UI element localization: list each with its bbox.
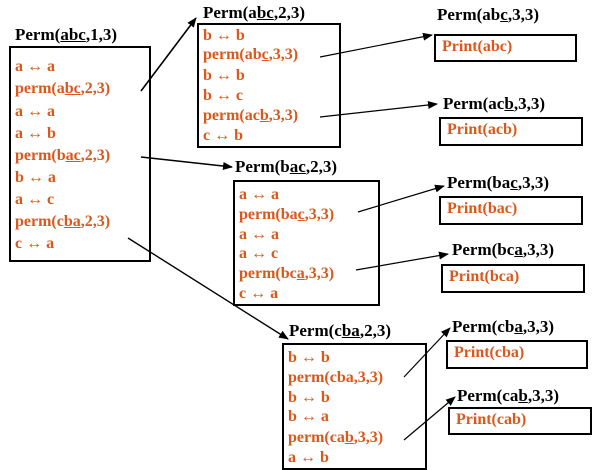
abc2-line-5: perm(acb,3,3) [203, 107, 299, 124]
leaf-bac-box: Print(bac) [439, 196, 583, 225]
arrow-abc2-to-leaf-acb [319, 101, 438, 118]
leaf-abc-box: Print(abc) [434, 34, 577, 62]
cba2-line-1: b ↔ b [288, 349, 330, 366]
abc2-line-4: b ↔ c [203, 87, 243, 104]
root-box: a ↔ a perm(abc,2,3) a ↔ a a ↔ b perm(bac… [9, 46, 151, 262]
abc2-line-2: perm(abc,3,3) [203, 46, 299, 63]
bac2-line-1: a ↔ a [239, 186, 279, 203]
print-bac: Print(bac) [447, 200, 518, 217]
arrow-root-to-cba2 [127, 237, 289, 340]
leaf-acb-title: Perm(acb,3,3) [443, 94, 545, 113]
abc2-line-6: c ↔ b [203, 127, 243, 144]
arrow-abc2-to-leaf-abc [319, 32, 433, 58]
arrow-bac2-to-leaf-bac [357, 184, 445, 213]
leaf-bca-box: Print(bca) [441, 264, 585, 293]
arrow-cba2-to-leaf-cba [403, 327, 451, 378]
leaf-cba-title: Perm(cba,3,3) [452, 317, 554, 336]
bac2-title: Perm(bac,2,3) [235, 157, 337, 176]
cba2-line-5: perm(cab,3,3) [288, 429, 384, 446]
print-bca: Print(bca) [449, 268, 520, 285]
print-acb: Print(acb) [447, 121, 518, 138]
leaf-bac-title: Perm(bac,3,3) [447, 173, 549, 192]
arrow-root-to-bac2 [140, 156, 233, 170]
root-line-4: a ↔ b [15, 125, 56, 142]
print-abc: Print(abc) [442, 38, 513, 55]
root-line-3: a ↔ a [15, 103, 55, 120]
root-line-7: a ↔ c [15, 191, 55, 208]
leaf-bca-title: Perm(bca,3,3) [452, 240, 554, 259]
bac2-line-4: a ↔ c [239, 245, 279, 262]
root-title: Perm(abc,1,3) [15, 25, 117, 44]
root-line-8: perm(cba,2,3) [15, 213, 111, 230]
bac2-line-2: perm(bac,3,3) [239, 206, 335, 223]
root-line-2: perm(abc,2,3) [15, 80, 111, 97]
bac2-line-6: c ↔ a [239, 285, 279, 302]
root-line-1: a ↔ a [15, 58, 55, 75]
root-line-6: b ↔ a [15, 169, 56, 186]
leaf-acb-box: Print(acb) [439, 117, 583, 146]
leaf-cba-box: Print(cba) [446, 340, 588, 369]
abc2-title: Perm(abc,2,3) [203, 3, 305, 22]
arrow-root-to-abc2 [140, 17, 197, 92]
arrow-bac2-to-leaf-bca [355, 251, 449, 271]
cba2-title: Perm(cba,2,3) [289, 321, 391, 340]
abc2-box: b ↔ b perm(abc,3,3) b ↔ b b ↔ c perm(acb… [197, 23, 341, 148]
print-cab: Print(cab) [456, 411, 527, 428]
leaf-cab-box: Print(cab) [448, 407, 592, 435]
bac2-line-5: perm(bca,3,3) [239, 265, 335, 282]
root-line-5: perm(bac,2,3) [15, 147, 111, 164]
root-line-9: c ↔ a [15, 235, 55, 252]
print-cba: Print(cba) [454, 344, 525, 361]
cba2-box: b ↔ b perm(cba,3,3) b ↔ b b ↔ a perm(cab… [282, 343, 427, 470]
abc2-line-3: b ↔ b [203, 67, 245, 84]
bac2-box: a ↔ a perm(bac,3,3) a ↔ a a ↔ c perm(bca… [233, 180, 380, 306]
abc2-line-1: b ↔ b [203, 27, 245, 44]
arrow-cba2-to-leaf-cab [403, 396, 456, 441]
cba2-line-2: perm(cba,3,3) [288, 369, 384, 386]
leaf-abc-title: Perm(abc,3,3) [437, 5, 539, 24]
cba2-line-6: a ↔ b [288, 449, 329, 466]
bac2-line-3: a ↔ a [239, 226, 279, 243]
cba2-line-3: b ↔ b [288, 389, 330, 406]
cba2-line-4: b ↔ a [288, 408, 329, 425]
leaf-cab-title: Perm(cab,3,3) [457, 386, 559, 405]
